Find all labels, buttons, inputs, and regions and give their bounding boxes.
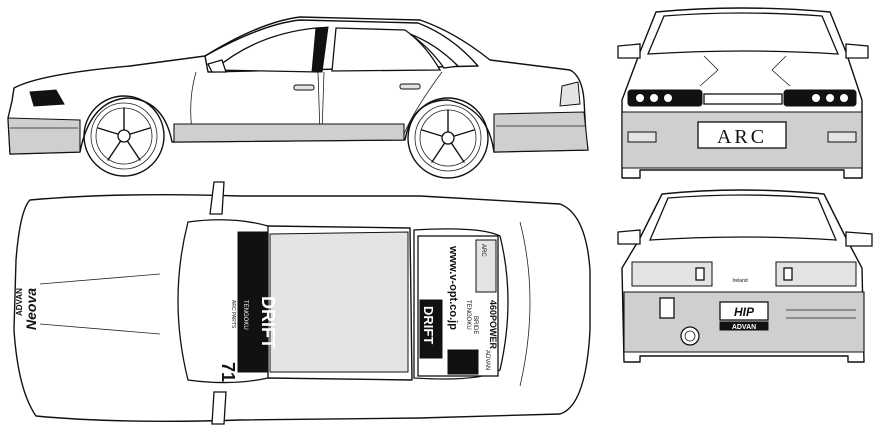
side-rear-bumper bbox=[493, 111, 589, 153]
front-view: ARC bbox=[617, 7, 869, 179]
rear-exhaust bbox=[680, 326, 700, 346]
rear-taillight-right-inner bbox=[783, 267, 793, 281]
side-view bbox=[7, 16, 589, 179]
rear-bumper-text: ADVAN bbox=[732, 324, 756, 331]
rear-tow-hook-plate bbox=[659, 297, 675, 319]
top-windshield-number: 71 bbox=[218, 362, 238, 382]
front-hood-crease-left bbox=[699, 55, 719, 87]
top-mirror-left bbox=[209, 181, 225, 215]
top-rear-drift-box bbox=[419, 299, 443, 359]
top-rear-sticker-a: ARC bbox=[480, 244, 486, 257]
front-windshield bbox=[646, 12, 840, 55]
top-rear-sticker-b: BRIDE bbox=[472, 316, 478, 334]
side-headlight bbox=[29, 89, 65, 107]
side-front-wheel-spokes bbox=[97, 107, 151, 161]
top-roof bbox=[269, 231, 409, 373]
side-taillight bbox=[559, 81, 581, 107]
rear-view: Ireland HIP ADVAN bbox=[617, 189, 873, 363]
top-trunk-line bbox=[519, 221, 531, 387]
rear-mirror-left bbox=[617, 229, 641, 245]
side-rear-door-handle bbox=[399, 83, 421, 90]
top-rear-drift: DRIFT bbox=[421, 306, 436, 344]
rear-taillight-left-inner bbox=[695, 267, 705, 281]
front-body-outline bbox=[621, 7, 863, 179]
side-mirror bbox=[207, 59, 227, 73]
rear-body-outline bbox=[621, 189, 865, 363]
rear-window bbox=[648, 194, 838, 241]
rear-plate-text: HIP bbox=[734, 305, 755, 319]
front-plate-text: ARC bbox=[717, 126, 767, 148]
side-skirt bbox=[173, 123, 405, 143]
side-front-window bbox=[212, 27, 323, 73]
front-foglight-left bbox=[627, 131, 657, 143]
side-front-bumper bbox=[7, 117, 81, 155]
rear-trunk-badge: Ireland bbox=[732, 278, 748, 284]
top-banner-main: DRIFT bbox=[258, 296, 278, 349]
top-banner-small: ARC PARTS bbox=[230, 300, 236, 329]
top-hood-model: Neova bbox=[23, 288, 39, 330]
front-hood-crease-right bbox=[771, 55, 791, 87]
top-view: ADVAN Neova DRIFT TENGOKU ARC PARTS 71 w… bbox=[13, 181, 591, 425]
side-window-frame bbox=[204, 19, 479, 73]
top-mirror-right bbox=[211, 391, 227, 425]
top-banner-sub: TENGOKU bbox=[242, 300, 248, 330]
front-grille bbox=[703, 93, 783, 105]
top-rear-sticker-grid bbox=[475, 239, 497, 293]
top-roof-outline bbox=[267, 225, 413, 381]
front-license-plate bbox=[697, 121, 787, 149]
rear-license-plate bbox=[719, 301, 769, 321]
side-a-pillar-trim bbox=[311, 26, 329, 73]
front-mirror-left bbox=[617, 43, 641, 59]
top-rear-sticker-c: ADVAN bbox=[484, 350, 490, 370]
side-quarter-window bbox=[409, 33, 460, 69]
top-rear-drift-sub: TENGOKU bbox=[465, 300, 471, 330]
top-rear-sticker-block bbox=[447, 349, 479, 375]
top-hood-crease-lower bbox=[39, 323, 161, 335]
side-rear-wheel bbox=[407, 97, 489, 179]
rear-bumper-groove bbox=[786, 309, 856, 319]
top-rear-url: www.v-opt.co.jp bbox=[447, 245, 459, 330]
side-front-door-handle bbox=[293, 84, 315, 91]
top-windshield-banner bbox=[237, 231, 269, 373]
front-mirror-right bbox=[845, 43, 869, 59]
rear-mirror-right bbox=[845, 231, 873, 247]
side-front-wheel bbox=[83, 95, 165, 177]
top-hood-crease-upper bbox=[39, 273, 161, 285]
front-foglight-right bbox=[827, 131, 857, 143]
side-rear-wheel-spokes bbox=[421, 109, 475, 163]
rear-bumper-sticker bbox=[719, 321, 769, 331]
top-hood-brand: ADVAN bbox=[15, 288, 24, 316]
front-headlight-lamps bbox=[636, 94, 848, 102]
side-rear-window bbox=[331, 27, 442, 72]
top-body-outline bbox=[13, 193, 591, 423]
top-rear-power: 460POWER bbox=[488, 300, 498, 350]
